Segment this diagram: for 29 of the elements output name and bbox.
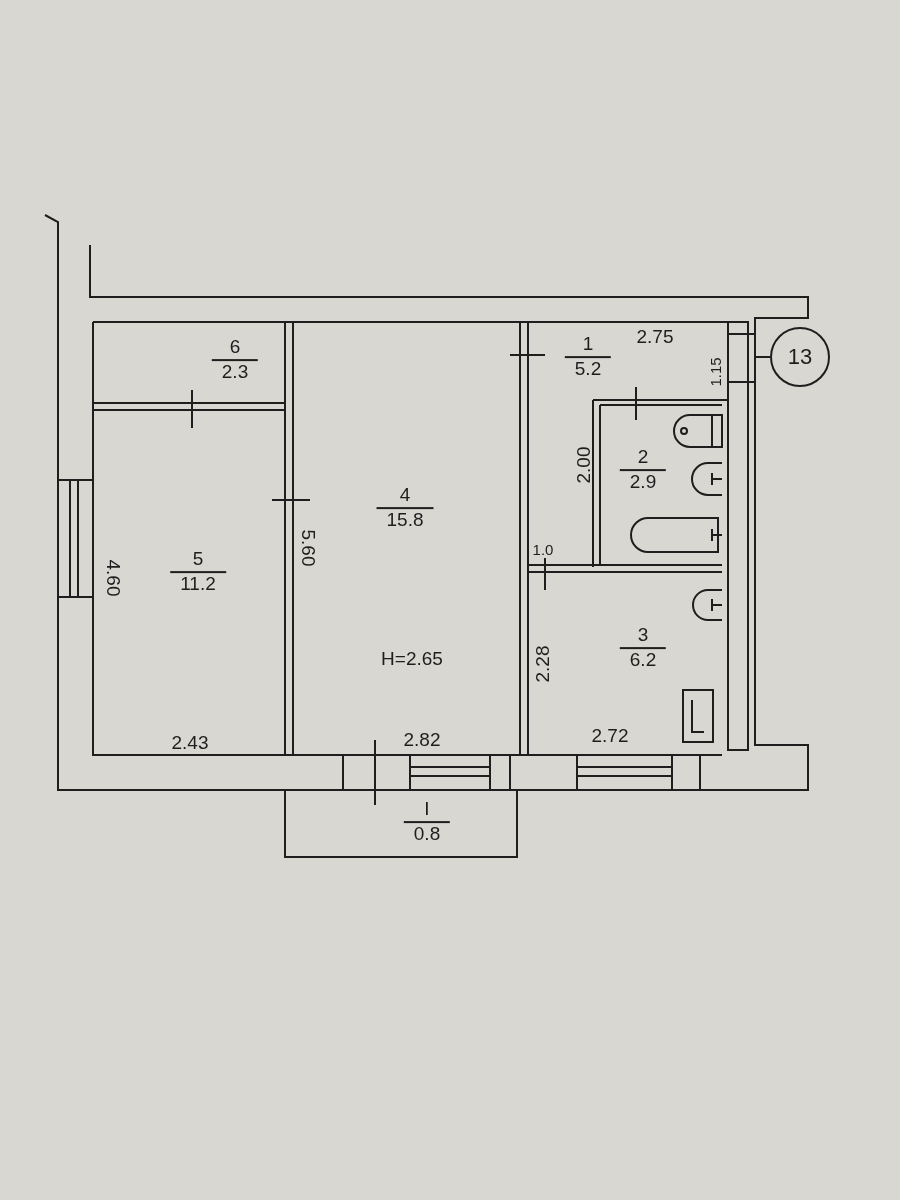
room-area: 5.2 xyxy=(564,356,612,380)
dimension-label: 2.28 xyxy=(532,645,552,683)
wall-niche xyxy=(728,333,755,383)
room-area: 6.2 xyxy=(619,647,667,671)
room-number: 5 xyxy=(191,549,205,571)
room-area: 0.8 xyxy=(403,821,451,845)
dimension-label: 1.0 xyxy=(532,541,554,557)
dimension-label: 4.60 xyxy=(103,559,123,597)
dimension-label: 2.00 xyxy=(573,446,593,484)
dimension-label: 5.60 xyxy=(298,529,318,567)
dimension-label: 2.72 xyxy=(591,725,629,745)
room-number: 6 xyxy=(228,337,242,359)
dimension-label: H=2.65 xyxy=(381,648,443,668)
callout-number: 13 xyxy=(787,344,813,370)
room-area: 2.3 xyxy=(211,359,259,383)
room-number: 2 xyxy=(636,447,650,469)
leader-line xyxy=(754,356,771,358)
dimension-label: 2.75 xyxy=(636,326,674,346)
dimension-label: 1.15 xyxy=(707,357,723,387)
callout-circle xyxy=(770,327,830,387)
room-number: 1 xyxy=(581,334,595,356)
room-area: 11.2 xyxy=(170,571,226,595)
room-area: 2.9 xyxy=(619,469,667,493)
room-area: 15.8 xyxy=(376,507,434,531)
room-number: 3 xyxy=(636,625,650,647)
room-number: 4 xyxy=(398,485,412,507)
dimension-label: 2.82 xyxy=(403,729,441,749)
dimension-label: 2.43 xyxy=(171,732,209,752)
room-number: I xyxy=(423,799,431,821)
